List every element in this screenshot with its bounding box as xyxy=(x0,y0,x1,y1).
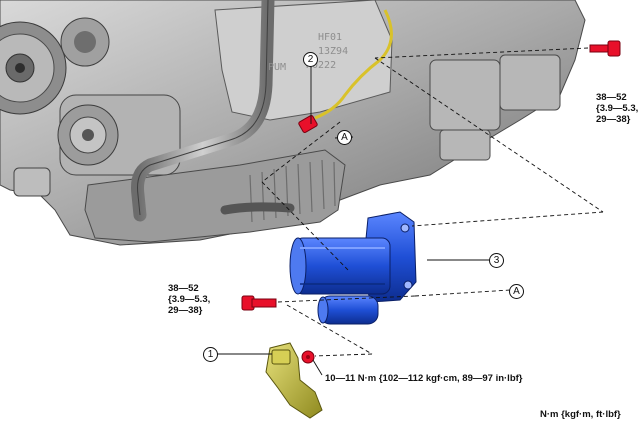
engine-stamp-partial: PUM xyxy=(268,62,286,73)
guide-lines xyxy=(261,47,604,357)
nut-1 xyxy=(301,350,315,364)
torque-upper-line3: 29—38} xyxy=(596,114,631,125)
torque-upper-line2: {3.9—5.3, xyxy=(596,103,639,114)
starter-end-cap xyxy=(289,237,307,295)
starter-body xyxy=(294,237,391,295)
lower-bolt xyxy=(241,295,277,311)
engine-stamp-line2: 13Z94 xyxy=(318,46,348,57)
torque-upper-bolt: 38—52 {3.9—5.3, 29—38} xyxy=(596,92,638,125)
drive-pulley xyxy=(0,21,67,115)
starter-bracket xyxy=(265,342,323,419)
compressor xyxy=(57,94,181,176)
callout-2: 2 xyxy=(303,52,318,67)
wiring-harness xyxy=(314,9,393,120)
upper-pulley xyxy=(60,17,110,67)
coolant-pipe-outline xyxy=(137,0,269,216)
oil-pan xyxy=(84,149,346,243)
units-legend: N·m {kgf·m, ft·lbf} xyxy=(540,409,621,420)
callout-a-engine: A xyxy=(337,130,352,145)
torque-lower-line1: 38—52 xyxy=(168,283,199,294)
engine-stamp-line3: K0222 xyxy=(306,60,336,71)
starter-motor xyxy=(289,211,417,325)
callout-1: 1 xyxy=(203,347,218,362)
upper-bolt xyxy=(589,40,621,57)
engine-assembly: HF01 13Z94 K0222 PUM xyxy=(0,0,586,246)
connector-nut-2 xyxy=(298,115,318,133)
torque-lower-bolt: 38—52 {3.9—5.3, 29—38} xyxy=(168,283,210,316)
engine-stamp-line1: HF01 xyxy=(318,32,342,43)
torque-lower-line2: {3.9—5.3, xyxy=(168,294,211,305)
callout-3: 3 xyxy=(489,253,504,268)
oil-filter xyxy=(13,167,51,197)
callout-a-starter: A xyxy=(509,284,524,299)
torque-upper-line1: 38—52 xyxy=(596,92,627,103)
solenoid-end xyxy=(317,296,329,324)
lower-hose xyxy=(220,202,295,215)
torque-lower-line3: 29—38} xyxy=(168,305,203,316)
torque-nut: 10—11 N·m {102—112 kgf·cm, 89—97 in·lbf} xyxy=(325,373,523,384)
right-brackets xyxy=(429,54,561,161)
